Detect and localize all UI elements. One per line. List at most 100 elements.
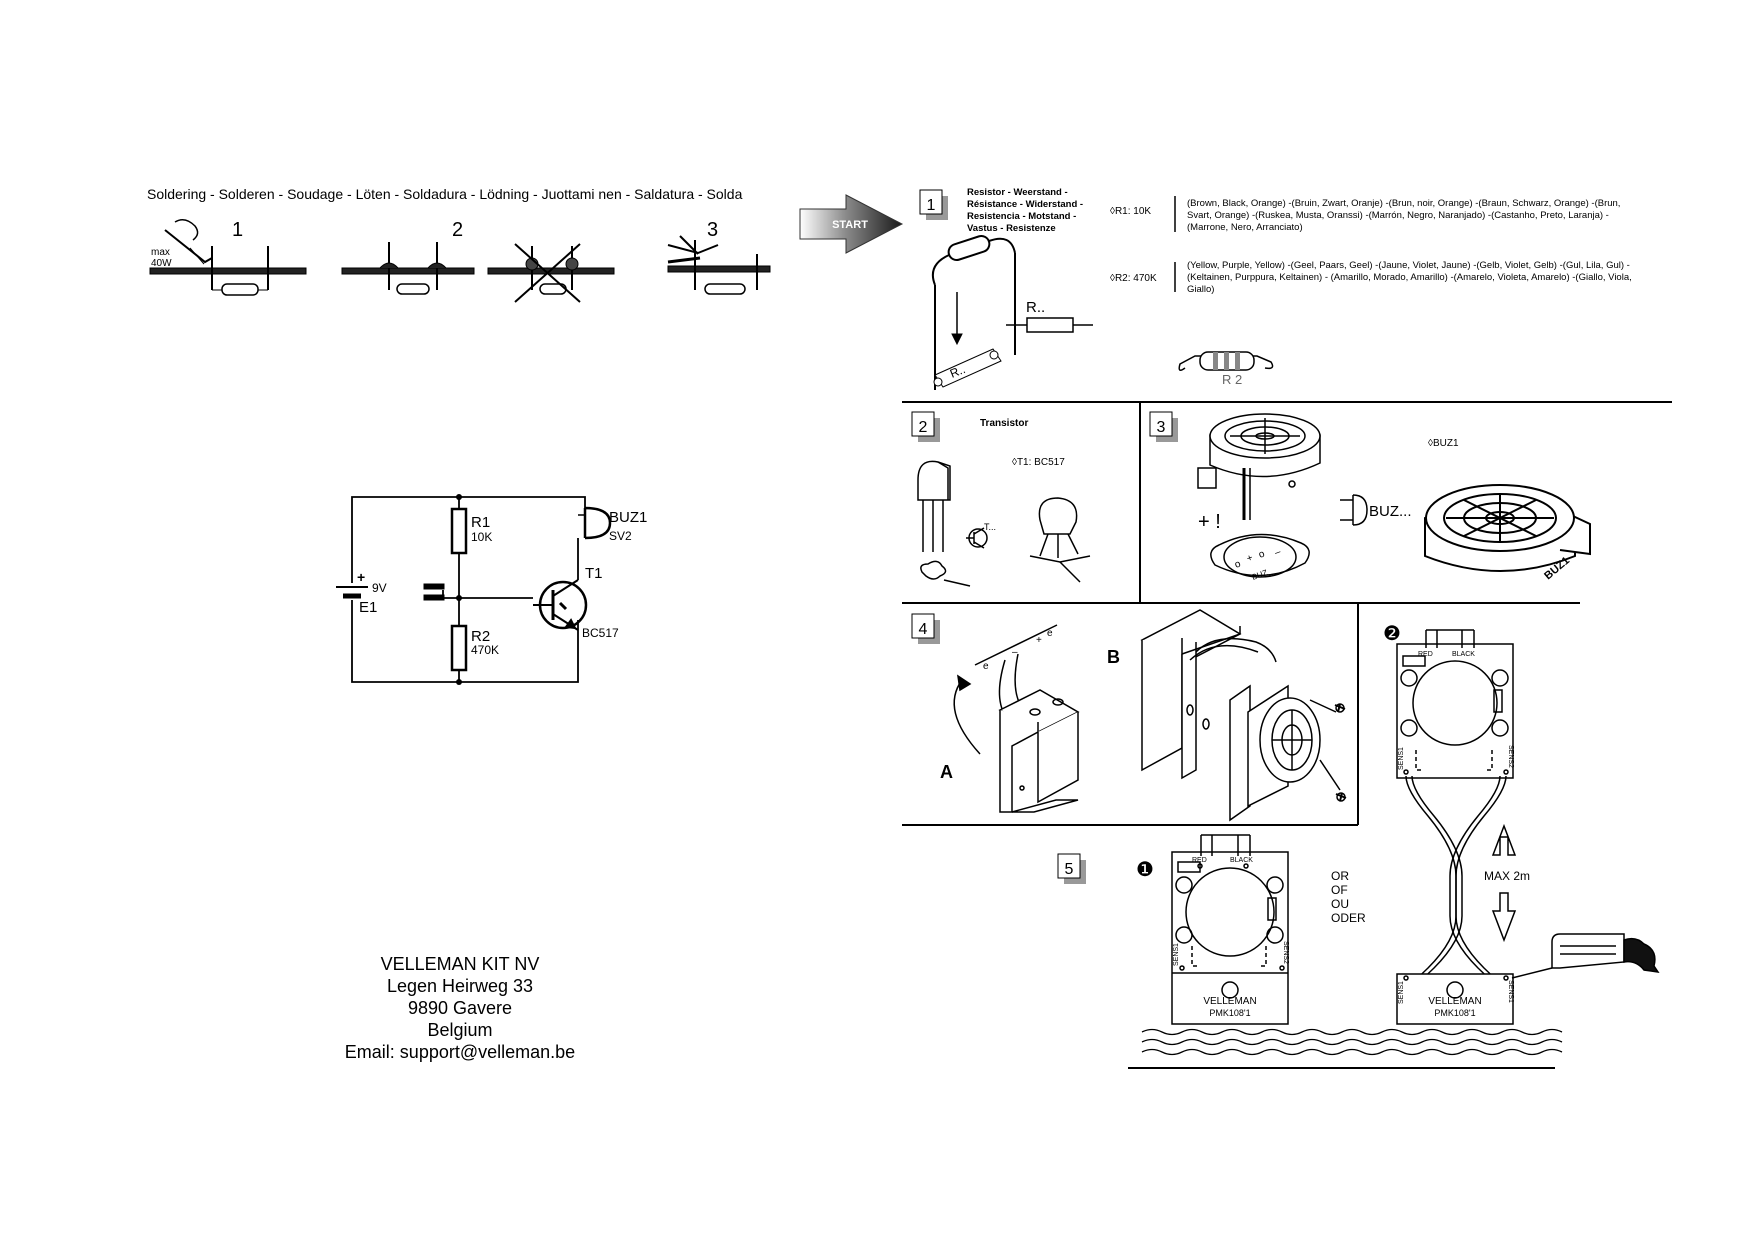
iron-watt-label: 40W: [151, 258, 172, 269]
svg-text:+: +: [1245, 552, 1254, 564]
step-4b-illustration: [1140, 609, 1347, 822]
step-1-title-line: Vastus - Resistenze: [967, 223, 1056, 234]
step-2-panel: 2 Transistor ◊T1: BC517 T...: [911, 411, 1091, 587]
schematic-battery-ref: E1: [359, 599, 377, 616]
start-arrow: START: [799, 194, 904, 254]
buz1-ref: ◊BUZ1: [1428, 438, 1459, 449]
or-word-fr: OU: [1331, 897, 1349, 911]
soldering-step-1-number: 1: [232, 219, 243, 241]
schematic-buzzer-ref: BUZ1: [609, 509, 647, 526]
board2-end-sens1-label: SENS1: [1398, 981, 1405, 1004]
step-5-panel: 5 ❶ ❷ OR OF OU ODER: [1057, 623, 1660, 1056]
company-email[interactable]: Email: support@velleman.be: [344, 1042, 576, 1062]
schematic-buzzer: [578, 506, 612, 540]
sensor-board-1: RED BLACK SENS1 SENS2 VELLEMAN PMK108'1: [1171, 834, 1289, 1025]
schematic-r1-ref: R1: [471, 514, 490, 531]
water-waves: [1141, 1028, 1563, 1056]
buzzer-top-illustration: [1197, 413, 1321, 520]
board1-red-label: RED: [1192, 857, 1207, 864]
svg-text:o: o: [1257, 548, 1266, 560]
soldering-step-1: 1 max 40W: [149, 219, 307, 296]
soldering-step-2: 2: [341, 219, 615, 303]
step-4-panel: 4 A B e – + e: [911, 609, 1347, 822]
buzzer-symbol: BUZ...: [1340, 494, 1412, 526]
step-5-number: 5: [1065, 861, 1074, 878]
svg-text:–: –: [1012, 647, 1018, 658]
schematic-battery: [336, 586, 368, 599]
schematic-transistor-ref: T1: [585, 565, 603, 582]
schematic-resistors: [450, 507, 468, 672]
board2-sens1-label: SENS1: [1398, 747, 1405, 770]
buzzer-symbol-label: BUZ...: [1369, 503, 1412, 520]
r1-color-code-text: (Brown, Black, Orange) -(Bruin, Zwart, O…: [1187, 198, 1621, 233]
pcb-resistor-label: R..: [948, 362, 967, 381]
company-city: 9890 Gavere: [407, 998, 513, 1018]
resistor-symbol: R..: [1006, 299, 1093, 333]
step-1-title-line: Resistencia - Motstand -: [967, 211, 1077, 222]
board1-brand: VELLEMAN: [1203, 996, 1256, 1007]
step-1-title-line: Résistance - Widerstand -: [967, 199, 1084, 210]
transistor-symbol-label: T...: [984, 522, 996, 532]
company-street: Legen Heirweg 33: [386, 976, 534, 996]
step-3-number: 3: [1157, 419, 1166, 436]
or-word-en: OR: [1331, 869, 1349, 883]
variant-2-marker: ❷: [1383, 623, 1401, 645]
t1-ref: ◊T1: BC517: [1012, 457, 1065, 468]
iron-max-label: max: [151, 247, 170, 258]
step-4-label-a: A: [940, 762, 953, 782]
r2-board-label: R 2: [1222, 372, 1242, 387]
board1-model: PMK108'1: [1209, 1008, 1250, 1018]
svg-text:o: o: [1233, 558, 1242, 570]
company-address: VELLEMAN KIT NV Legen Heirweg 33 9890 Ga…: [300, 953, 620, 1063]
svg-text:–: –: [1273, 546, 1282, 558]
sensor-board-2: RED BLACK SENS1 SENS2: [1396, 629, 1514, 779]
schematic-r1-val: 10K: [471, 530, 492, 544]
panel-dividers: [902, 401, 1672, 1069]
r2-color-code: (Yellow, Purple, Yellow) -(Geel, Paars, …: [1187, 260, 1657, 296]
step-4-number: 4: [919, 621, 928, 638]
circuit-schematic: R1 10K R2 470K + 9V E1 BUZ1 SV2 T1 BC517: [336, 494, 647, 685]
board1-sens1-label: SENS1: [1173, 943, 1180, 966]
soldering-title: Soldering - Solderen - Soudage - Löten -…: [147, 186, 743, 202]
r2-ref: ◊R2: 470K: [1110, 273, 1157, 284]
soldering-step-3: 3: [667, 219, 771, 295]
board1-black-label: BLACK: [1230, 857, 1253, 864]
step-3-panel: 3 ◊BUZ1 + ! o + o – BUZ: [1149, 411, 1591, 582]
board2-sens2-label: SENS2: [1507, 745, 1514, 768]
schematic-r2-val: 470K: [471, 643, 499, 657]
buzzer-large-illustration: BUZ1: [1424, 484, 1591, 582]
board2-brand: VELLEMAN: [1428, 996, 1481, 1007]
svg-text:e: e: [1047, 628, 1053, 639]
schematic-capacitor-marks: [423, 583, 445, 601]
resistor-symbol-label: R..: [1026, 299, 1045, 316]
board1-sens2-label: SENS2: [1282, 941, 1289, 964]
board2-model: PMK108'1: [1434, 1008, 1475, 1018]
step-2-title: Transistor: [980, 418, 1028, 429]
schematic-wires: [351, 496, 586, 683]
schematic-r2-ref: R2: [471, 628, 490, 645]
r1-color-code: (Brown, Black, Orange) -(Bruin, Zwart, O…: [1187, 198, 1647, 234]
soldering-step-2-number: 2: [452, 219, 463, 241]
soldering-step-3-number: 3: [707, 219, 718, 241]
step-4a-illustration: e – + e: [953, 624, 1080, 813]
sensor-cable: [1405, 775, 1507, 1005]
schematic-transistor: [533, 538, 588, 631]
board2-end-sens1b-label: SENS1: [1507, 980, 1514, 1003]
schematic-battery-plus: +: [357, 569, 365, 585]
buzzer-disc-illustration: o + o – BUZ: [1210, 533, 1310, 582]
board2-red-label: RED: [1418, 651, 1433, 658]
start-label: START: [832, 219, 868, 231]
schematic-battery-val: 9V: [372, 581, 387, 595]
svg-text:+: +: [1036, 635, 1042, 646]
step-1-title-line: Resistor - Weerstand -: [967, 187, 1068, 198]
step-2-number: 2: [919, 419, 928, 436]
resistor-r2-illustration: R 2: [1178, 351, 1274, 387]
schematic-transistor-val: BC517: [582, 626, 619, 640]
step-1-number: 1: [927, 197, 936, 214]
r2-color-code-text: (Yellow, Purple, Yellow) -(Geel, Paars, …: [1187, 260, 1632, 295]
r1-ref: ◊R1: 10K: [1110, 206, 1151, 217]
max-length-label: MAX 2m: [1484, 869, 1530, 883]
hand-connector-illustration: [1511, 933, 1660, 979]
